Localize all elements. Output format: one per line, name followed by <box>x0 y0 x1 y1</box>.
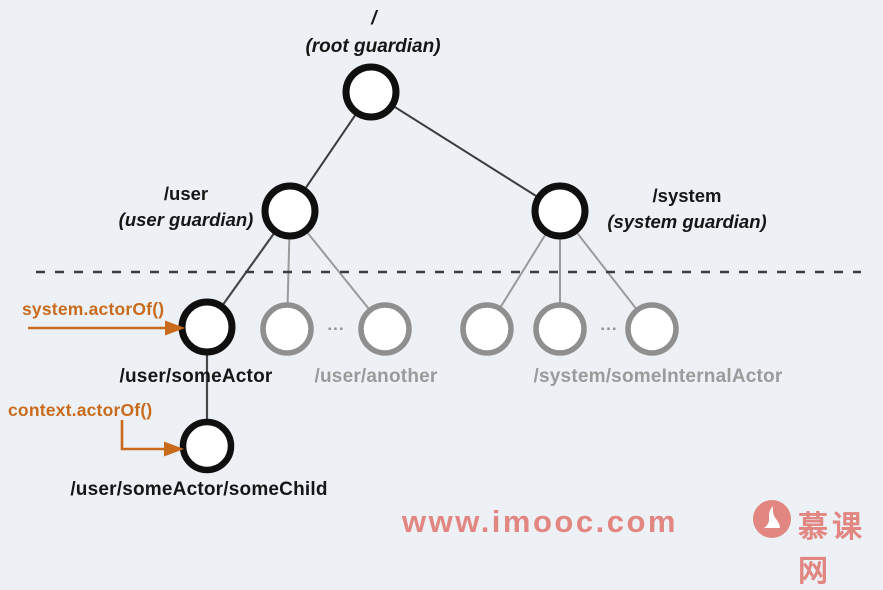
system-children-ellipsis: ... <box>600 315 618 334</box>
user-path-label: /user <box>163 183 209 204</box>
node-system-child-gray-2 <box>533 302 587 356</box>
context-actorof-arrow-shaft <box>120 420 166 451</box>
node-user-someactor <box>178 298 236 356</box>
system-guardian-label: /system (system guardian) <box>607 183 766 235</box>
node-system-child-gray-1 <box>460 302 514 356</box>
actor-hierarchy-diagram: / (root guardian) /user (user guardian) … <box>8 8 862 588</box>
system-path-label: /system <box>652 185 722 206</box>
somechild-path-label: /user/someActor/someChild <box>70 479 328 500</box>
someactor-path-label: /user/someActor <box>119 366 273 387</box>
context-actorof-arrowhead-icon <box>164 441 184 457</box>
watermark-url-text: www.imooc.com <box>402 504 678 539</box>
watermark-logo-icon <box>753 500 791 538</box>
user-another-path-label: /user/another <box>314 366 438 387</box>
system-actorof-annotation: system.actorOf() <box>22 299 165 319</box>
context-actorof-annotation: context.actorOf() <box>8 400 153 420</box>
node-user-child-gray-2 <box>358 302 412 356</box>
sail-icon <box>764 506 780 528</box>
node-root-guardian <box>342 63 400 121</box>
node-system-child-gray-3 <box>625 302 679 356</box>
diagram-canvas <box>28 63 861 474</box>
system-actorof-arrowhead-icon <box>165 320 185 336</box>
root-guardian-caption: (root guardian) <box>305 36 441 57</box>
edge-root-to-system <box>370 91 561 212</box>
system-guardian-caption: (system guardian) <box>607 211 767 232</box>
user-guardian-label: /user (user guardian) <box>119 181 254 233</box>
user-guardian-caption: (user guardian) <box>118 209 254 230</box>
system-internal-path-label: /system/someInternalActor <box>533 366 783 387</box>
root-path-label: / <box>371 8 377 29</box>
node-user-guardian <box>261 182 319 240</box>
watermark-logo-text: 慕课网 <box>798 511 866 588</box>
node-system-guardian <box>531 182 589 240</box>
node-user-child-gray-1 <box>260 302 314 356</box>
user-children-ellipsis: ... <box>327 315 345 334</box>
node-user-someactor-somechild <box>179 418 235 474</box>
